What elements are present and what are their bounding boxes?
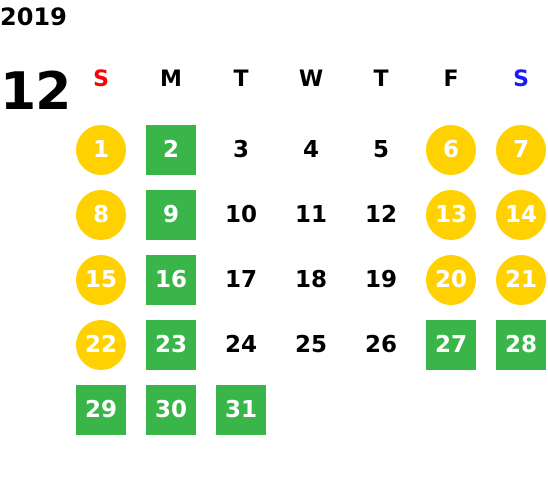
calendar-day-number: 1 xyxy=(76,125,126,175)
calendar-day-number: 8 xyxy=(76,190,126,240)
weekday-thursday: T xyxy=(373,67,389,92)
calendar-year: 2019 xyxy=(0,3,67,31)
calendar-day-cell[interactable]: 19 xyxy=(346,250,416,310)
calendar-day-number: 21 xyxy=(496,255,546,305)
calendar-day-cell[interactable]: 20 xyxy=(416,250,486,310)
calendar-day-cell[interactable]: 5 xyxy=(346,120,416,180)
weekday-monday: M xyxy=(160,67,182,92)
calendar-day-cell[interactable]: 11 xyxy=(276,185,346,245)
calendar-day-cell[interactable]: 29 xyxy=(66,380,136,440)
calendar-day-cell[interactable]: 7 xyxy=(486,120,548,180)
calendar-day-number: 20 xyxy=(426,255,476,305)
calendar-day-cell[interactable]: 22 xyxy=(66,315,136,375)
calendar-day-cell[interactable]: 12 xyxy=(346,185,416,245)
calendar-day-number: 12 xyxy=(364,202,397,228)
calendar-day-number: 17 xyxy=(224,267,257,293)
calendar-day-number: 7 xyxy=(496,125,546,175)
calendar-day-number: 24 xyxy=(224,332,257,358)
calendar-day-number: 27 xyxy=(426,320,476,370)
calendar-day-cell[interactable]: 31 xyxy=(206,380,276,440)
calendar-day-number: 5 xyxy=(372,137,389,163)
calendar-day-number: 16 xyxy=(146,255,196,305)
calendar-day-number: 9 xyxy=(146,190,196,240)
calendar-day-cell[interactable]: 23 xyxy=(136,315,206,375)
calendar-day-cell[interactable]: 13 xyxy=(416,185,486,245)
calendar-day-number: 25 xyxy=(294,332,327,358)
calendar-day-number: 6 xyxy=(426,125,476,175)
weekday-sunday: S xyxy=(93,67,109,92)
calendar-day-cell[interactable]: 17 xyxy=(206,250,276,310)
calendar-day-number: 19 xyxy=(364,267,397,293)
calendar-month: 12 xyxy=(0,62,71,122)
calendar-day-number: 23 xyxy=(146,320,196,370)
calendar-day-cell[interactable]: 18 xyxy=(276,250,346,310)
calendar-day-number: 31 xyxy=(216,385,266,435)
calendar-day-cell[interactable]: 3 xyxy=(206,120,276,180)
weekday-wednesday: W xyxy=(298,67,324,92)
calendar-day-number: 26 xyxy=(364,332,397,358)
calendar-day-number: 3 xyxy=(232,137,249,163)
calendar-day-cell[interactable]: 15 xyxy=(66,250,136,310)
calendar-day-cell[interactable]: 30 xyxy=(136,380,206,440)
calendar-day-cell[interactable]: 10 xyxy=(206,185,276,245)
calendar-day-cell[interactable]: 1 xyxy=(66,120,136,180)
calendar-day-cell[interactable]: 28 xyxy=(486,315,548,375)
calendar-day-cell[interactable]: 24 xyxy=(206,315,276,375)
calendar-day-cell[interactable]: 25 xyxy=(276,315,346,375)
calendar-day-number: 11 xyxy=(294,202,327,228)
calendar-day-cell[interactable]: 14 xyxy=(486,185,548,245)
calendar-day-number: 18 xyxy=(294,267,327,293)
calendar-day-number: 22 xyxy=(76,320,126,370)
calendar-day-number: 15 xyxy=(76,255,126,305)
calendar-day-cell[interactable]: 6 xyxy=(416,120,486,180)
calendar-day-cell[interactable]: 4 xyxy=(276,120,346,180)
calendar-day-cell[interactable]: 16 xyxy=(136,250,206,310)
calendar-day-cell[interactable]: 21 xyxy=(486,250,548,310)
calendar-day-number: 2 xyxy=(146,125,196,175)
calendar-day-cell[interactable]: 27 xyxy=(416,315,486,375)
calendar-day-number: 13 xyxy=(426,190,476,240)
calendar-day-number: 28 xyxy=(496,320,546,370)
weekday-friday: F xyxy=(443,67,459,92)
calendar-day-cell[interactable]: 26 xyxy=(346,315,416,375)
weekday-header: S M T W T F S xyxy=(66,62,548,102)
weekday-saturday: S xyxy=(513,67,529,92)
calendar-day-number: 10 xyxy=(224,202,257,228)
calendar-day-cell[interactable]: 2 xyxy=(136,120,206,180)
calendar-day-cell[interactable]: 8 xyxy=(66,185,136,245)
calendar-day-number: 29 xyxy=(76,385,126,435)
calendar-day-number: 30 xyxy=(146,385,196,435)
calendar-day-number: 4 xyxy=(302,137,319,163)
calendar-day-cell[interactable]: 9 xyxy=(136,185,206,245)
weekday-tuesday: T xyxy=(233,67,249,92)
calendar-day-number: 14 xyxy=(496,190,546,240)
